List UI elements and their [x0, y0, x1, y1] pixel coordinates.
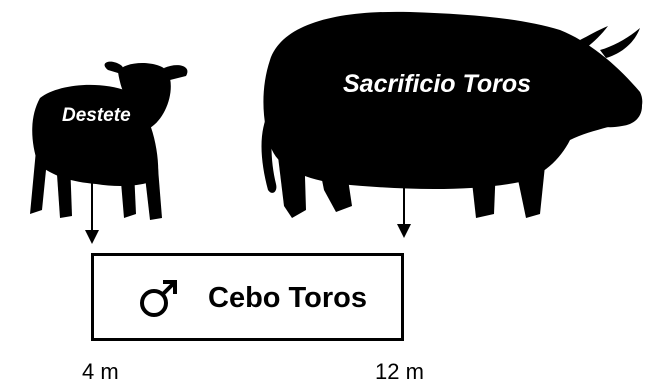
timeline-end: 12 m: [375, 359, 424, 384]
weaning-label: Destete: [62, 105, 131, 126]
calf-silhouette: [30, 61, 188, 220]
weaning-arrow: [85, 152, 99, 244]
male-symbol-icon: [140, 280, 177, 317]
bull-silhouette: [261, 11, 643, 218]
slaughter-arrow: [397, 128, 411, 238]
slaughter-label: Sacrificio Toros: [343, 70, 532, 98]
stage-name: Cebo Toros: [208, 282, 367, 314]
timeline-start: 4 m: [82, 359, 119, 384]
